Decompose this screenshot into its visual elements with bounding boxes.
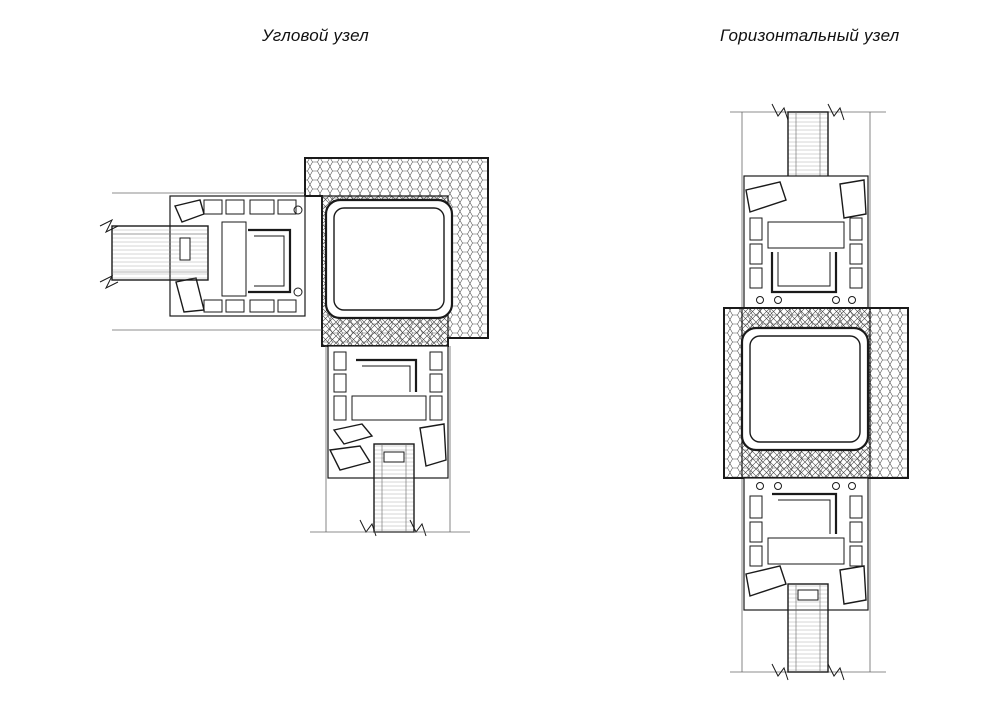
lower-glass-unit-right <box>771 583 845 681</box>
horizontal-joint-title: Горизонтальный узел <box>720 26 900 45</box>
corner-joint-title: Угловой узел <box>262 26 369 45</box>
central-insulation-block <box>723 307 909 479</box>
horizontal-joint-drawing <box>723 103 909 681</box>
corner-joint-drawing <box>99 157 489 537</box>
square-tube <box>324 198 454 320</box>
left-frame-profile <box>112 192 322 331</box>
upper-frame-profile <box>743 175 869 309</box>
left-glass-unit <box>99 218 209 290</box>
lower-glass-unit <box>310 443 470 537</box>
